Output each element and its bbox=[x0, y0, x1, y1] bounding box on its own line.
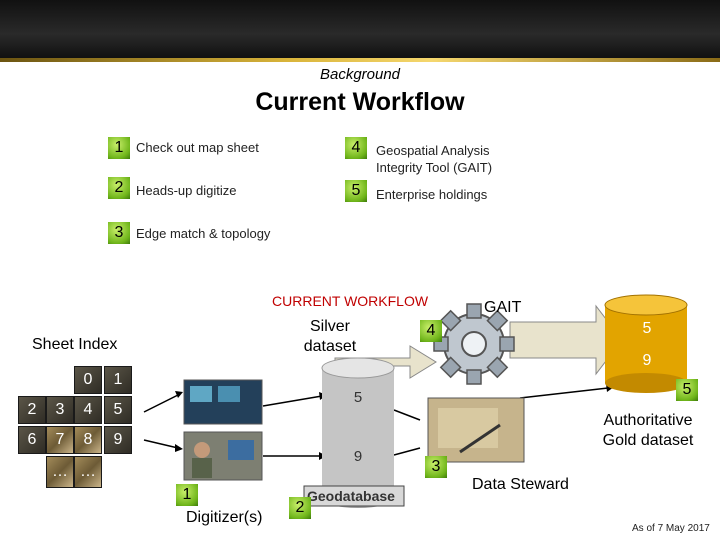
arrow-line bbox=[143, 394, 179, 413]
slide-title: Current Workflow bbox=[255, 88, 465, 116]
step-3-number: 3 bbox=[108, 222, 130, 244]
silver-dataset-label: Silver dataset bbox=[303, 318, 357, 355]
sheet-cell: 0 bbox=[74, 366, 102, 394]
sheet-cell: 8 bbox=[74, 426, 102, 454]
step-3-label: Edge match & topology bbox=[136, 226, 271, 241]
gold-dataset-cylinder bbox=[604, 294, 688, 393]
person-shape bbox=[192, 458, 212, 478]
header-bar bbox=[0, 0, 720, 62]
digitizer-number: 1 bbox=[176, 484, 198, 506]
step-2-label: Heads-up digitize bbox=[136, 183, 237, 198]
gait-label: GAIT bbox=[484, 299, 522, 316]
sheet-cell: 4 bbox=[74, 396, 102, 424]
sheet-cell: 9 bbox=[104, 426, 132, 454]
arrow-line bbox=[393, 447, 421, 456]
sheet-cell: 3 bbox=[46, 396, 74, 424]
sheet-cell: 7 bbox=[46, 426, 74, 454]
sheet-cell: 1 bbox=[104, 366, 132, 394]
footer-date: As of 7 May 2017 bbox=[632, 523, 710, 534]
gold-badge-top: 5 bbox=[642, 320, 652, 337]
silver-badge-top: 5 bbox=[353, 389, 363, 406]
monitor-shape bbox=[218, 386, 240, 402]
gold-badge-bottom: 9 bbox=[642, 352, 652, 369]
header-gold-line bbox=[0, 58, 720, 62]
slide-subtitle: Background bbox=[319, 66, 401, 83]
gait-number: 4 bbox=[420, 320, 442, 342]
digitizers-label: Digitizer(s) bbox=[186, 509, 263, 526]
sheet-cell: 2 bbox=[18, 396, 46, 424]
sheet-index-title: Sheet Index bbox=[32, 336, 118, 353]
pen-shape bbox=[459, 423, 501, 454]
map-shape bbox=[438, 408, 498, 448]
gold-dataset-label: Authoritative Gold dataset bbox=[602, 412, 694, 449]
step-2-number: 2 bbox=[108, 177, 130, 199]
gear-icon bbox=[433, 303, 515, 385]
sheet-cell: … bbox=[46, 456, 74, 488]
monitor-shape bbox=[228, 440, 254, 460]
monitor-shape bbox=[190, 386, 212, 402]
sheet-cell: … bbox=[74, 456, 102, 488]
arrow-line bbox=[262, 395, 323, 407]
step-4-number: 4 bbox=[345, 137, 367, 159]
silver-number: 2 bbox=[289, 497, 311, 519]
sheet-cell: 5 bbox=[104, 396, 132, 424]
geodatabase-label: Geodatabase bbox=[307, 488, 395, 504]
step-1-number: 1 bbox=[108, 137, 130, 159]
step-4-label: Geospatial Analysis Integrity Tool (GAIT… bbox=[376, 143, 493, 175]
sheet-cell: 6 bbox=[18, 426, 46, 454]
arrow-head bbox=[175, 391, 183, 398]
data-steward-label: Data Steward bbox=[472, 476, 569, 493]
step-1-label: Check out map sheet bbox=[136, 140, 259, 155]
gold-number: 5 bbox=[676, 379, 698, 401]
step-5-label: Enterprise holdings bbox=[376, 187, 488, 202]
steward-number: 3 bbox=[425, 456, 447, 478]
silver-badge-bottom: 9 bbox=[353, 448, 363, 465]
sheet-index-grid: 0 1 2 3 4 5 6 7 8 9 … … bbox=[18, 366, 144, 496]
arrow-line bbox=[393, 409, 421, 421]
arrow-line bbox=[143, 439, 179, 449]
person-shape bbox=[194, 442, 210, 458]
arrow-line bbox=[519, 387, 609, 399]
step-5-number: 5 bbox=[345, 180, 367, 202]
geodatabase-cylinder bbox=[303, 357, 405, 508]
arrow-head bbox=[175, 444, 183, 452]
workflow-label: CURRENT WORKFLOW bbox=[272, 293, 429, 309]
